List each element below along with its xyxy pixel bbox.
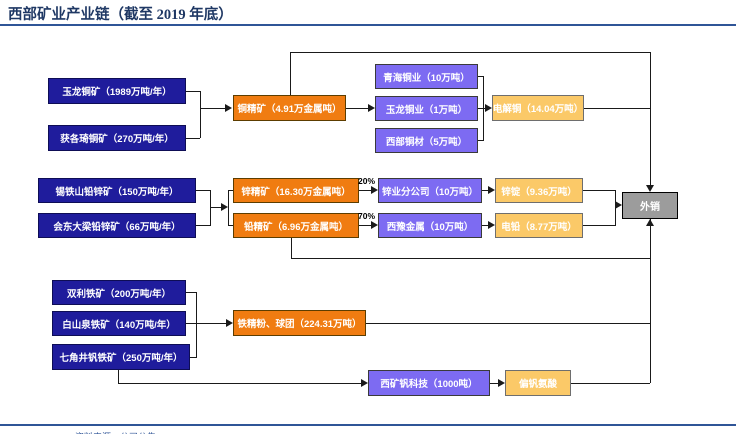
zinc-share-label: 20% — [358, 176, 376, 186]
connector — [196, 292, 197, 358]
connector — [290, 52, 650, 53]
connector — [186, 292, 196, 293]
node-electrolytic-copper: 电解铜（14.04万吨） — [492, 95, 584, 121]
arrowhead — [226, 319, 233, 327]
connector — [190, 357, 196, 358]
connector — [210, 207, 221, 208]
connector — [490, 383, 499, 384]
arrowhead — [646, 219, 654, 226]
connector — [291, 258, 650, 259]
page-title: 西部矿业产业链（截至 2019 年底） — [8, 7, 233, 23]
node-baishanquan-mine: 白山泉铁矿（140万吨/年） — [52, 311, 186, 336]
node-copper-concentrate: 铜精矿（4.91万金属吨） — [233, 95, 346, 121]
connector — [200, 91, 201, 138]
connector — [650, 52, 651, 186]
node-huogeqi-mine: 获各琦铜矿（270万吨/年） — [48, 125, 186, 151]
arrowhead — [485, 104, 492, 112]
connector — [359, 190, 371, 191]
arrowhead — [368, 104, 375, 112]
node-zinc-concentrate: 锌精矿（16.30万金属吨） — [233, 178, 359, 203]
node-shuangli-mine: 双利铁矿（200万吨/年） — [52, 280, 186, 305]
connector — [359, 225, 371, 226]
connector — [118, 383, 361, 384]
node-ammonium-metavanadate: 偏钒氨酸 — [505, 370, 571, 396]
connector — [228, 190, 233, 191]
node-qijiaojing-mine: 七角井钒铁矿（250万吨/年） — [52, 344, 190, 370]
connector — [650, 219, 651, 383]
connector — [583, 225, 615, 226]
connector — [196, 225, 210, 226]
node-electrolytic-lead: 电铅（8.77万吨） — [495, 213, 583, 238]
connector — [186, 91, 200, 92]
connector — [228, 190, 229, 226]
node-huidong-daliang-mine: 会东大梁铅锌矿（66万吨/年） — [38, 213, 196, 238]
connector — [200, 108, 226, 109]
arrowhead — [488, 221, 495, 229]
node-yulong-copper: 玉龙铜业（1万吨） — [375, 96, 478, 121]
node-iron-powder-pellets: 铁精粉、球团（224.31万吨） — [233, 310, 366, 336]
arrowhead — [221, 203, 228, 211]
connector — [584, 108, 650, 109]
connector — [571, 383, 650, 384]
connector — [290, 52, 291, 95]
footer-source-text: 资料来源：公司公告 — [75, 430, 156, 434]
connector — [186, 323, 226, 324]
connector — [118, 370, 119, 383]
node-qinghai-copper: 青海铜业（10万吨） — [375, 64, 478, 89]
arrowhead — [646, 185, 654, 192]
connector — [482, 190, 489, 191]
arrowhead — [361, 379, 368, 387]
arrowhead — [371, 221, 378, 229]
node-ximining-vanadium: 西矿钒科技（1000吨） — [368, 370, 490, 396]
footer-rule — [0, 424, 736, 426]
connector — [186, 138, 200, 139]
arrowhead — [498, 379, 505, 387]
connector — [228, 225, 233, 226]
node-external-sales: 外销 — [622, 192, 678, 219]
connector — [366, 323, 650, 324]
arrowhead — [615, 201, 622, 209]
connector — [478, 140, 484, 141]
arrowhead — [488, 186, 495, 194]
arrowhead — [225, 104, 232, 112]
connector — [482, 225, 489, 226]
lead-share-label: 70% — [358, 211, 376, 221]
connector — [210, 190, 211, 226]
node-zinc-branch: 锌业分公司（10万吨） — [378, 178, 482, 203]
arrowhead — [371, 186, 378, 194]
connector — [196, 190, 210, 191]
connector — [478, 76, 484, 77]
connector — [291, 238, 292, 259]
node-xitieshan-mine: 锡铁山铅锌矿（150万吨/年） — [38, 178, 196, 203]
node-western-copper-material: 西部铜材（5万吨） — [375, 128, 478, 153]
title-underline — [0, 24, 736, 26]
connector — [478, 108, 485, 109]
node-lead-concentrate: 铅精矿（6.96万金属吨） — [233, 213, 359, 238]
node-xiyu-metal: 西豫金属（10万吨） — [378, 213, 482, 238]
connector — [583, 190, 615, 191]
connector — [346, 108, 369, 109]
node-zinc-ingot: 锌锭（9.36万吨） — [495, 178, 583, 203]
node-yulong-mine: 玉龙铜矿（1989万吨/年） — [48, 78, 186, 104]
